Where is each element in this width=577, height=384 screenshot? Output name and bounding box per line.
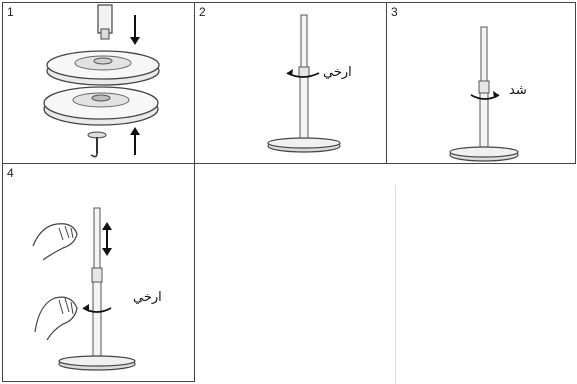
step-1-panel: 1	[2, 2, 195, 164]
step-3-panel: 3 شد	[386, 2, 576, 164]
step-4-number: 4	[7, 166, 14, 180]
step-3-number: 3	[391, 5, 398, 19]
stand-tighten-illustration	[449, 26, 519, 162]
step-1-number: 1	[7, 5, 14, 19]
height-adjust-illustration	[32, 207, 136, 371]
step-4-panel: 4 ارخي	[2, 163, 195, 382]
empty-divider	[395, 185, 396, 384]
step-2-panel: 2 ارخي	[194, 2, 387, 164]
step-2-loosen-label: ارخي	[323, 65, 352, 80]
step-4-loosen-label: ارخي	[133, 290, 162, 305]
step-3-tighten-label: شد	[509, 83, 527, 98]
stand-loosen-illustration	[267, 14, 341, 153]
step-2-number: 2	[199, 5, 206, 19]
base-plates-assembly-illustration	[43, 4, 160, 158]
